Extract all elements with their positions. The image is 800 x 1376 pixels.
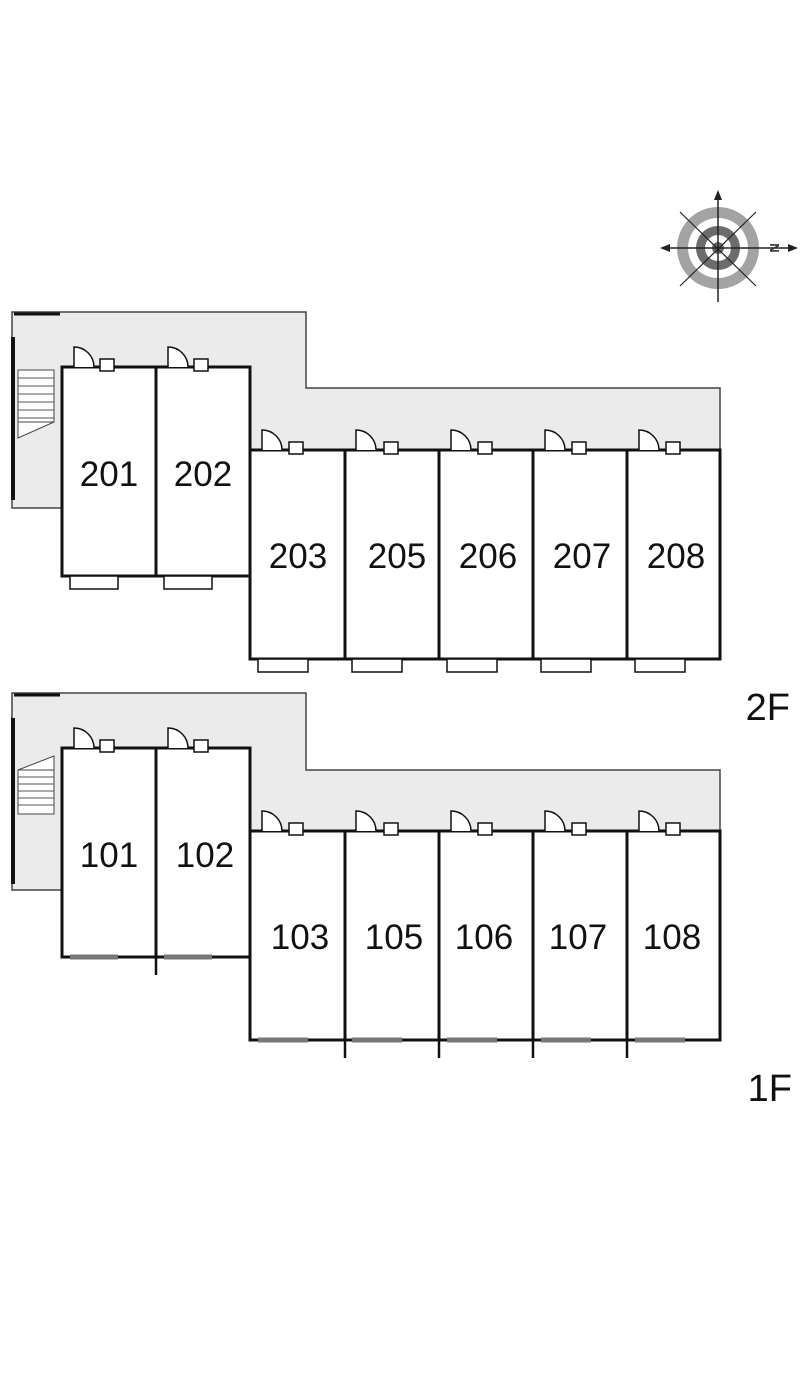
door-icon (355, 810, 377, 832)
door-icon (73, 727, 95, 749)
balcony-icon (634, 658, 686, 673)
meter-box-icon (665, 822, 681, 836)
unit-102[interactable]: 102 (154, 727, 252, 960)
compass-north-letter: N (767, 243, 782, 252)
balcony-icon (69, 575, 119, 590)
stairs-icon (17, 369, 55, 439)
meter-box-icon (383, 441, 399, 455)
unit-label: 105 (365, 918, 423, 957)
meter-box-icon (665, 441, 681, 455)
door-icon (450, 810, 472, 832)
meter-box-icon (571, 822, 587, 836)
unit-label: 101 (80, 836, 138, 875)
door-icon (450, 429, 472, 451)
meter-box-icon (193, 358, 209, 372)
door-icon (167, 346, 189, 368)
unit-label: 106 (455, 918, 513, 957)
unit-label: 102 (176, 836, 234, 875)
unit-205[interactable]: 205 (343, 429, 441, 673)
floor-2f-plan: 201 202 203 205 (11, 311, 790, 729)
balcony-icon (446, 658, 498, 673)
unit-207[interactable]: 207 (531, 429, 629, 673)
unit-106[interactable]: 106 (437, 810, 535, 1043)
door-icon (544, 429, 566, 451)
unit-label: 205 (368, 537, 426, 576)
door-icon (73, 346, 95, 368)
door-icon (355, 429, 377, 451)
unit-202[interactable]: 202 (154, 346, 252, 590)
door-icon (261, 429, 283, 451)
unit-label: 108 (643, 918, 701, 957)
door-icon (638, 429, 660, 451)
door-icon (167, 727, 189, 749)
unit-label: 203 (269, 537, 327, 576)
stairs-icon (17, 755, 55, 815)
unit-206[interactable]: 206 (437, 429, 535, 673)
floor-label: 2F (746, 687, 790, 729)
meter-box-icon (477, 822, 493, 836)
meter-box-icon (288, 441, 304, 455)
unit-103[interactable]: 103 (248, 810, 347, 1043)
unit-label: 107 (549, 918, 607, 957)
unit-label: 201 (80, 455, 138, 494)
unit-108[interactable]: 108 (625, 810, 722, 1043)
unit-208[interactable]: 208 (625, 429, 722, 673)
meter-box-icon (99, 358, 115, 372)
unit-201[interactable]: 201 (60, 346, 158, 590)
unit-label: 207 (553, 537, 611, 576)
meter-box-icon (193, 739, 209, 753)
unit-label: 206 (459, 537, 517, 576)
balcony-icon (163, 575, 213, 590)
unit-105[interactable]: 105 (343, 810, 441, 1043)
meter-box-icon (288, 822, 304, 836)
door-icon (261, 810, 283, 832)
balcony-icon (257, 658, 309, 673)
door-icon (544, 810, 566, 832)
meter-box-icon (99, 739, 115, 753)
floor-1f-plan: 101 102 103 105 (11, 692, 792, 1110)
balcony-icon (540, 658, 592, 673)
balcony-icon (351, 658, 403, 673)
meter-box-icon (477, 441, 493, 455)
meter-box-icon (571, 441, 587, 455)
meter-box-icon (383, 822, 399, 836)
compass-rose-icon: N (660, 190, 798, 302)
door-icon (638, 810, 660, 832)
unit-107[interactable]: 107 (531, 810, 629, 1043)
unit-203[interactable]: 203 (248, 429, 347, 673)
unit-label: 103 (271, 918, 329, 957)
floor-label: 1F (748, 1068, 792, 1110)
unit-label: 208 (647, 537, 705, 576)
unit-label: 202 (174, 455, 232, 494)
unit-101[interactable]: 101 (60, 727, 158, 960)
